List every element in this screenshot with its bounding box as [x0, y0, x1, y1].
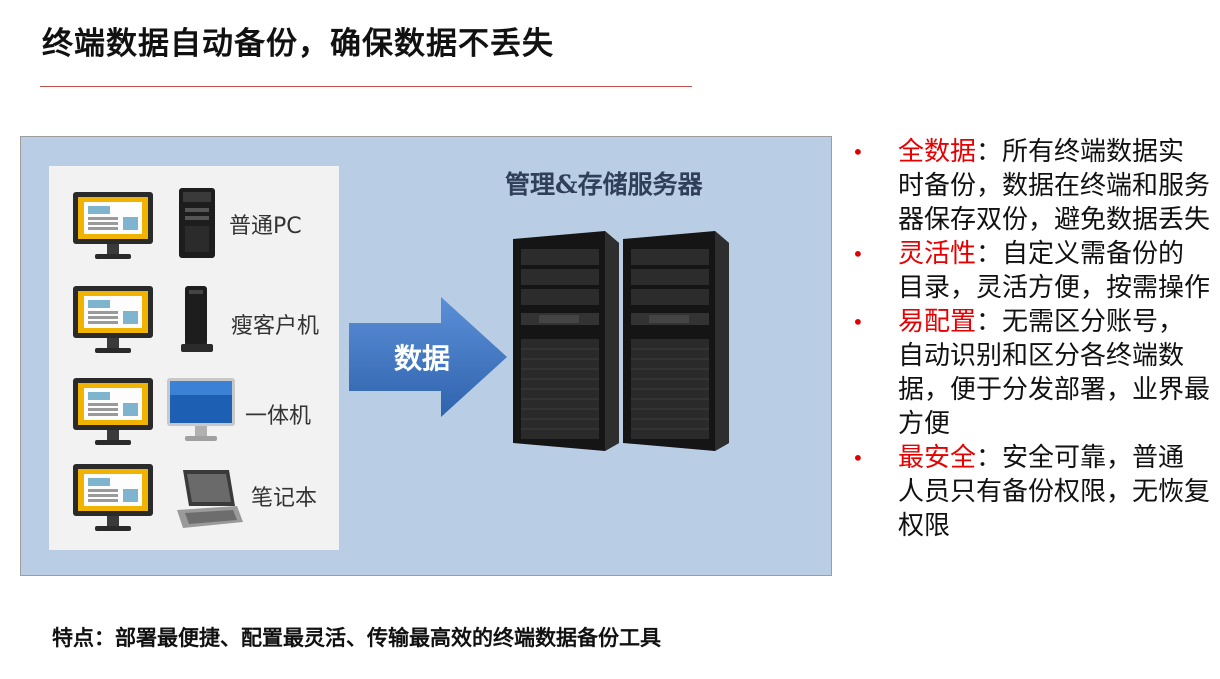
- thin-client-icon: [181, 286, 213, 352]
- feature-text: 自定义需备份的目录，灵活方便，按需操作: [898, 239, 1211, 303]
- bullet-dot: •: [852, 140, 864, 164]
- feature-separator: ：: [976, 443, 1003, 473]
- terminal-row-laptop: 笔记本: [49, 462, 339, 542]
- laptop-icon: [177, 470, 243, 528]
- monitor-icon: [73, 192, 153, 259]
- backup-diagram: 普通PC 瘦客户机: [20, 136, 832, 576]
- arrow-label: 数据: [393, 342, 450, 375]
- title-divider: [40, 86, 692, 87]
- terminal-label-thin-client: 瘦客户机: [231, 314, 320, 339]
- feature-key: 全数据: [898, 137, 977, 167]
- server-icon: [513, 231, 619, 451]
- feature-key: 灵活性: [898, 239, 977, 269]
- terminal-label-laptop: 笔记本: [251, 486, 318, 511]
- monitor-icon: [73, 464, 153, 531]
- feature-list: •全数据：所有终端数据实时备份，数据在终端和服务器保存双份，避免数据丢失 •灵活…: [850, 135, 1210, 543]
- bullet-dot: •: [852, 446, 864, 470]
- footer-summary: 特点：部署最便捷、配置最灵活、传输最高效的终端数据备份工具: [52, 625, 661, 650]
- feature-text: 安全可靠，普通人员只有备份权限，无恢复权限: [898, 443, 1211, 541]
- terminal-row-pc: 普通PC: [49, 188, 339, 270]
- page-title: 终端数据自动备份，确保数据不丢失: [42, 26, 554, 62]
- bullet-dot: •: [852, 242, 864, 266]
- terminal-panel: 普通PC 瘦客户机: [49, 166, 339, 550]
- server-icon: [623, 231, 729, 451]
- data-flow-arrow-icon: [349, 297, 507, 417]
- feature-text: 所有终端数据实时备份，数据在终端和服务器保存双份，避免数据丢失: [898, 137, 1211, 235]
- feature-item: • 易配置：无需区分账号，自动识别和区分各终端数据，便于分发部署，业界最方便: [850, 305, 1210, 441]
- feature-key: 易配置: [898, 307, 977, 337]
- feature-item: • 全数据：所有终端数据实时备份，数据在终端和服务器保存双份，避免数据丢失: [850, 135, 1210, 237]
- all-in-one-icon: [167, 378, 235, 441]
- feature-separator: ：: [976, 239, 1003, 269]
- terminal-row-all-in-one: 一体机: [49, 376, 339, 456]
- feature-item: • 最安全：安全可靠，普通人员只有备份权限，无恢复权限: [850, 441, 1210, 543]
- feature-text: 无需区分账号，自动识别和区分各终端数据，便于分发部署，业界最方便: [898, 307, 1211, 439]
- terminal-label-all-in-one: 一体机: [245, 404, 312, 429]
- feature-separator: ：: [976, 137, 1003, 167]
- feature-key: 最安全: [898, 443, 977, 473]
- feature-item: • 灵活性：自定义需备份的目录，灵活方便，按需操作: [850, 237, 1210, 305]
- bullet-dot: •: [852, 310, 864, 334]
- tower-pc-icon: [179, 188, 215, 258]
- server-caption: 管理&存储服务器: [505, 170, 703, 199]
- monitor-icon: [73, 286, 153, 353]
- monitor-icon: [73, 378, 153, 445]
- terminal-row-thin-client: 瘦客户机: [49, 284, 339, 364]
- terminal-label-pc: 普通PC: [229, 214, 302, 239]
- feature-separator: ：: [976, 307, 1003, 337]
